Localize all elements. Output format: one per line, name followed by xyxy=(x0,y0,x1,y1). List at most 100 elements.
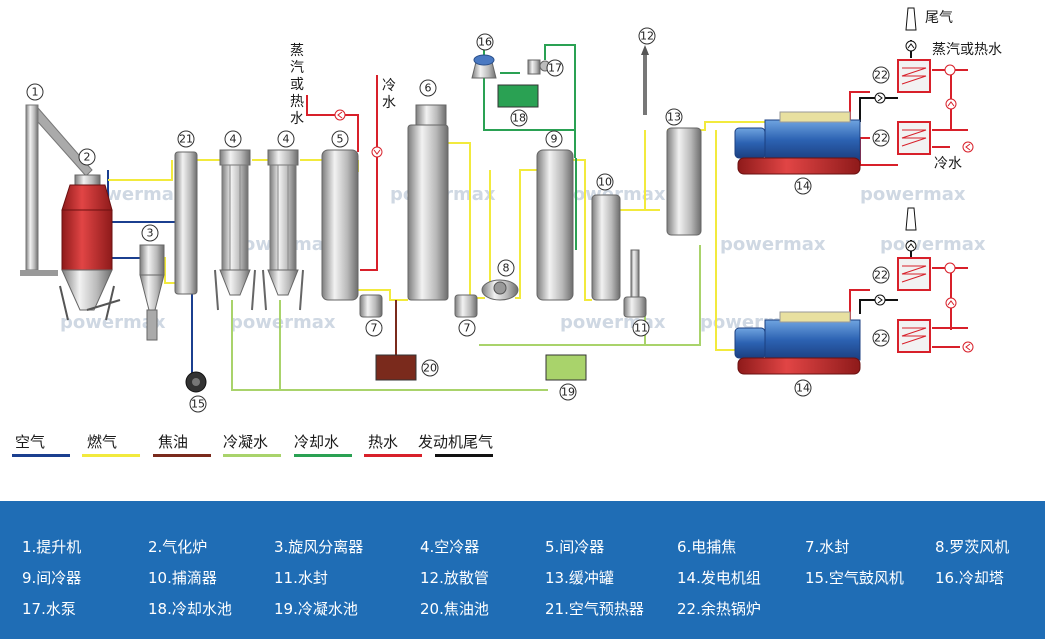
pool-water xyxy=(545,354,587,381)
watermark: powermax xyxy=(720,234,826,255)
legend-label: 冷凝水 xyxy=(223,433,269,451)
air-cooler-1 xyxy=(214,149,256,311)
watermark: powermax xyxy=(880,234,986,255)
callout-number: 2 xyxy=(84,151,91,164)
stream-labels: 蒸 汽 或 热 水 冷 水 尾气 蒸汽或热水 冷水 xyxy=(290,10,1002,172)
cooler-legs xyxy=(262,269,304,311)
callout-circle xyxy=(78,148,96,166)
engine-manifold xyxy=(779,111,851,123)
callout-circle xyxy=(421,359,439,377)
watermark: powermax xyxy=(560,312,666,333)
legend-label: 热水 xyxy=(368,433,399,451)
label-steam-char: 热 xyxy=(290,94,304,110)
elevator-base xyxy=(20,270,58,276)
cooling-water-pool xyxy=(497,84,539,108)
callout-circle xyxy=(872,329,890,347)
flow-arrows xyxy=(334,64,974,353)
indirect-cooler-5 xyxy=(321,149,359,301)
cooler-tubes xyxy=(269,164,297,271)
callout-circle xyxy=(794,379,812,397)
label-tail-gas: 尾气 xyxy=(925,10,953,26)
component-item: 20.焦油池 xyxy=(420,600,489,618)
callout-number: 21 xyxy=(179,133,193,146)
arrow-left-icon xyxy=(962,341,974,353)
roots-blower xyxy=(481,279,519,301)
callout-number: 11 xyxy=(634,322,648,335)
label-cold-water-char: 冷 xyxy=(382,78,396,94)
callout-number: 18 xyxy=(512,112,526,125)
legend-line-condensate xyxy=(223,454,281,457)
waste-heat-boilers xyxy=(897,7,931,353)
air-cooler-2 xyxy=(262,149,304,311)
generator xyxy=(734,127,766,159)
component-item: 3.旋风分离器 xyxy=(274,538,364,556)
callout-circle xyxy=(224,130,242,148)
gasifier-cone xyxy=(61,269,113,311)
component-item: 7.水封 xyxy=(805,538,850,556)
component-item: 13.缓冲罐 xyxy=(545,569,614,587)
callout-circle xyxy=(331,130,349,148)
component-item: 10.捕滴器 xyxy=(148,569,217,587)
callout-number: 7 xyxy=(371,322,378,335)
callout-number: 8 xyxy=(503,262,510,275)
generator-set-bottom xyxy=(734,311,861,375)
callout-circle xyxy=(277,130,295,148)
cooling-water-pipe xyxy=(483,44,577,250)
tower-top xyxy=(473,54,495,66)
cooler-vessel xyxy=(321,149,359,301)
label-steam-hot-water: 蒸汽或热水 xyxy=(932,42,1002,58)
callout-number: 3 xyxy=(147,227,154,240)
callout-circle xyxy=(546,59,564,77)
callout-circle xyxy=(872,266,890,284)
cooler-head xyxy=(267,149,299,166)
exhaust-stack xyxy=(905,207,917,231)
callout-number: 4 xyxy=(283,133,290,146)
callout-circle xyxy=(559,383,577,401)
label-steam-char: 或 xyxy=(290,77,304,93)
cooler-tubes xyxy=(221,164,249,271)
arrow-right-icon xyxy=(874,294,886,306)
component-item: 18.冷却水池 xyxy=(148,600,232,618)
cooler-vessel xyxy=(536,149,574,301)
engine-manifold xyxy=(779,311,851,323)
gasifier-body xyxy=(61,209,113,271)
seal-body xyxy=(359,294,383,318)
component-item: 17.水泵 xyxy=(22,600,76,618)
component-item: 2.气化炉 xyxy=(148,538,208,556)
callout-number: 13 xyxy=(667,111,681,124)
component-item: 21.空气预热器 xyxy=(545,600,644,618)
elevator-body xyxy=(25,104,39,271)
watermark: powermax xyxy=(230,312,336,333)
watermark-layer: powermax powermax powermax powermax powe… xyxy=(60,184,986,333)
callout-number: 6 xyxy=(425,82,432,95)
legend-line-air xyxy=(12,454,70,457)
boiler-coil xyxy=(901,129,927,147)
legend-line-cooling-water xyxy=(294,454,352,457)
demister xyxy=(591,194,621,301)
air-blower xyxy=(185,371,207,393)
cyclone-separator xyxy=(139,244,165,341)
seal-column xyxy=(630,249,640,301)
callout-number: 22 xyxy=(874,269,888,282)
component-item: 15.空气鼓风机 xyxy=(805,569,904,587)
callout-number: 9 xyxy=(551,133,558,146)
callouts xyxy=(26,27,890,413)
precipitator-body xyxy=(407,124,449,301)
callout-circle xyxy=(872,129,890,147)
arrow-up-icon xyxy=(905,40,917,52)
callout-number: 4 xyxy=(230,133,237,146)
engine-block xyxy=(764,119,861,161)
pool-tar xyxy=(375,354,417,381)
arrow-up-icon xyxy=(945,98,957,110)
component-item: 22.余热锅炉 xyxy=(677,600,761,618)
boiler-coil xyxy=(901,67,927,85)
generator xyxy=(734,327,766,359)
watermark: powermax xyxy=(860,184,966,205)
callout-circle xyxy=(177,130,195,148)
callout-circle xyxy=(632,319,650,337)
precipitator-head xyxy=(415,104,447,126)
cooler-cone xyxy=(267,269,299,296)
component-item: 11.水封 xyxy=(274,569,328,587)
component-item: 9.间冷器 xyxy=(22,569,82,587)
seal-body xyxy=(623,296,647,318)
